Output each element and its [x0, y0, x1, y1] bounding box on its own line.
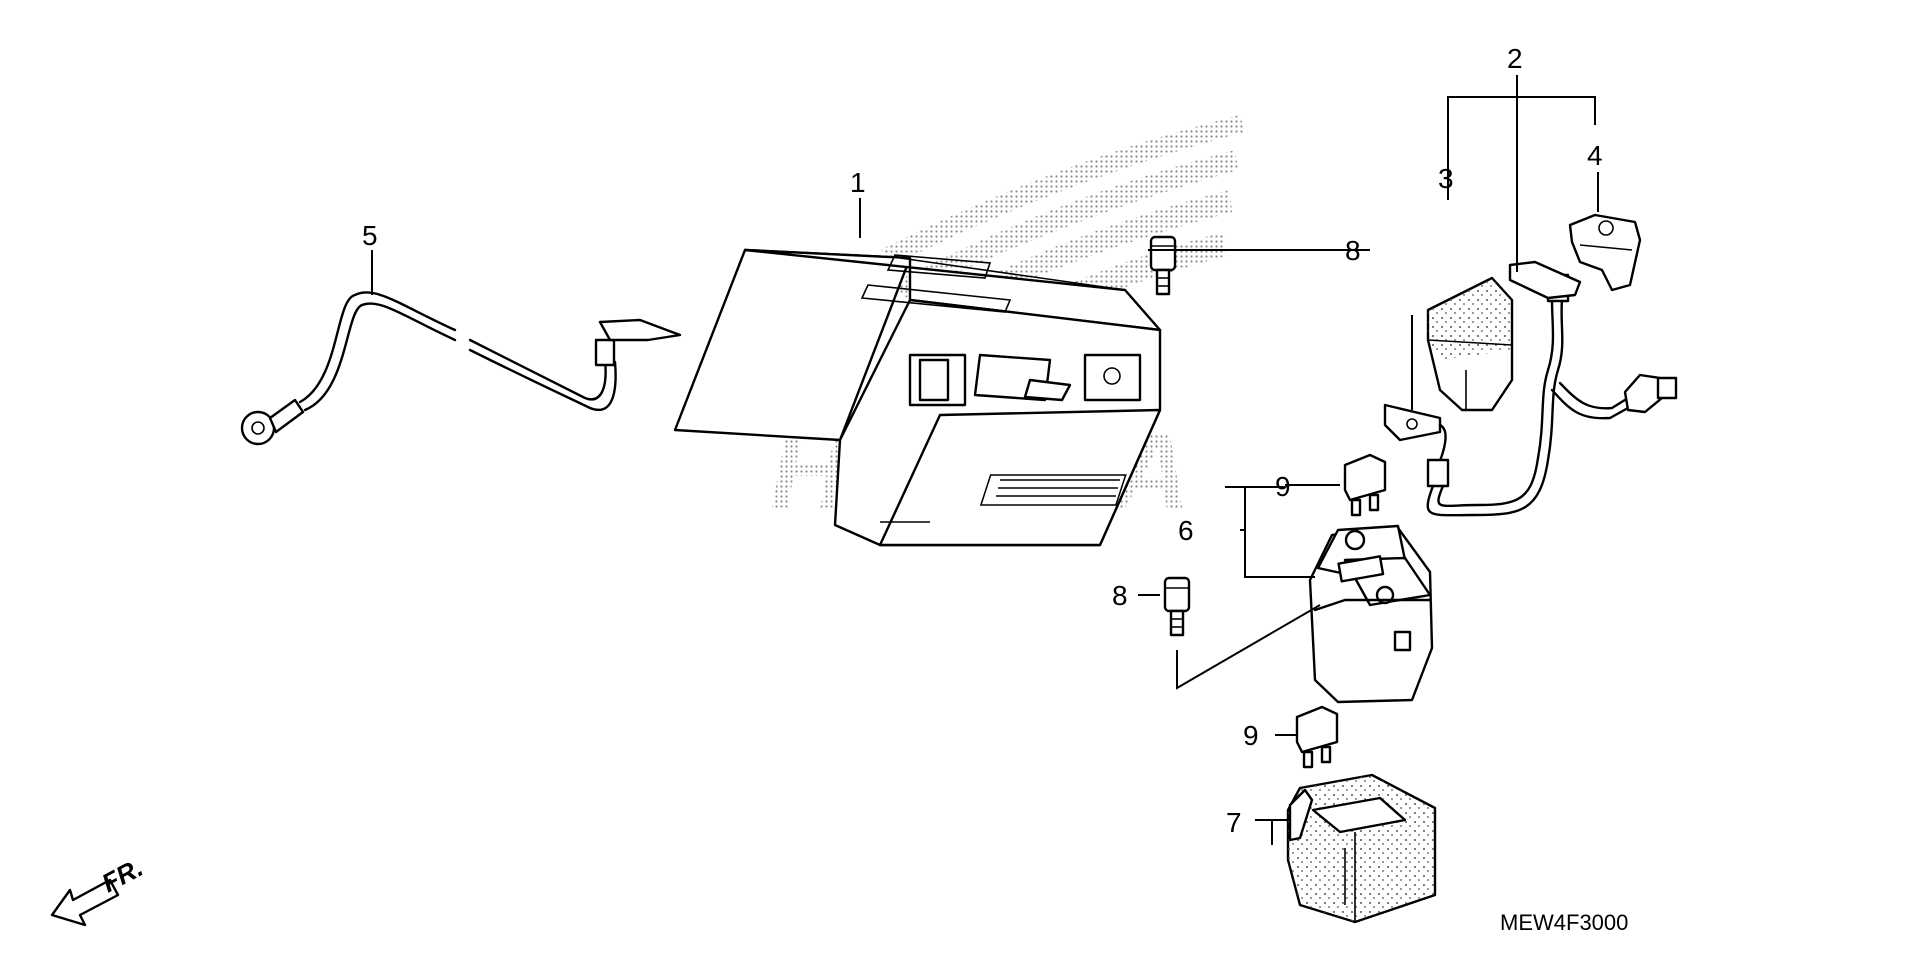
callouts: 1 2 3 4 5 6 7 8 8 9 9 — [362, 43, 1603, 838]
leader-lines — [371, 75, 1599, 845]
callout-7: 7 — [1226, 807, 1242, 838]
front-direction-arrow: FR. — [50, 852, 148, 927]
starter-relay — [1308, 524, 1434, 704]
callout-4: 4 — [1587, 140, 1603, 171]
diagram-code: MEW4F3000 — [1500, 910, 1628, 935]
callout-2: 2 — [1507, 43, 1523, 74]
battery — [673, 248, 1162, 547]
fuse-lower — [1295, 705, 1339, 769]
relay-cover — [1286, 773, 1437, 924]
bolt-upper — [1149, 235, 1177, 296]
bolt-lower — [1163, 576, 1191, 637]
small-terminal-cover — [1568, 213, 1642, 292]
callout-5: 5 — [362, 220, 378, 251]
terminal-cover — [1426, 276, 1514, 412]
callout-8-lower: 8 — [1112, 580, 1128, 611]
callout-8-upper: 8 — [1345, 235, 1361, 266]
callout-3: 3 — [1438, 163, 1454, 194]
callout-1: 1 — [850, 167, 866, 198]
fuse-upper — [1343, 453, 1387, 517]
callout-9-lower: 9 — [1243, 720, 1259, 751]
negative-cable — [240, 291, 682, 446]
callout-6: 6 — [1178, 515, 1194, 546]
callout-9-upper: 9 — [1275, 471, 1291, 502]
relay-cable — [1383, 260, 1678, 517]
